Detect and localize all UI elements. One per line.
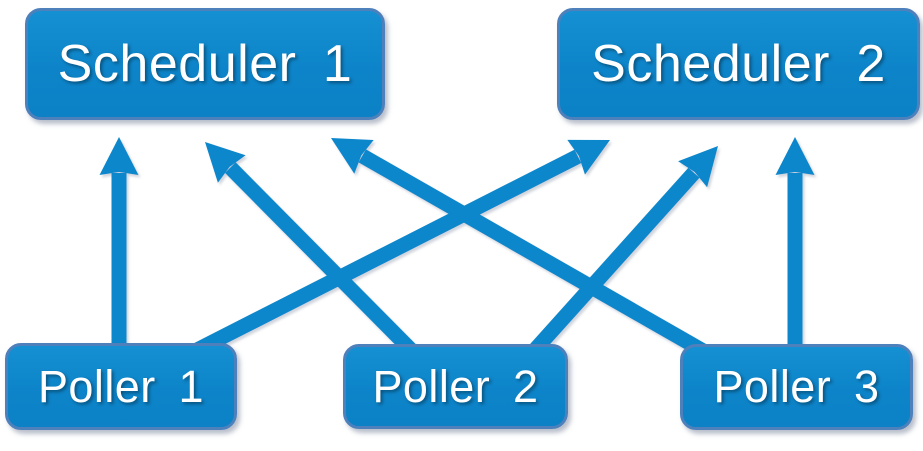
node-scheduler-2: Scheduler 2 (557, 8, 920, 120)
node-poller-3-label: Poller 3 (713, 361, 880, 412)
node-scheduler-2-label: Scheduler 2 (591, 35, 886, 93)
arrow-head-poller-2-to-scheduler-1 (205, 142, 246, 183)
node-poller-1-label: Poller 1 (37, 360, 205, 412)
node-scheduler-1: Scheduler 1 (25, 8, 385, 120)
arrow-shaft-poller-3-to-scheduler-1 (358, 149, 709, 359)
arrow-head-poller-2-to-scheduler-2 (678, 146, 718, 188)
node-scheduler-1-label: Scheduler 1 (57, 35, 353, 93)
arrow-shaft-poller-2-to-scheduler-1 (225, 162, 419, 358)
arrow-shaft-poller-2-to-scheduler-2 (527, 167, 700, 358)
arrow-head-poller-1-to-scheduler-2 (567, 139, 610, 175)
node-poller-1: Poller 1 (5, 343, 237, 430)
node-poller-2: Poller 2 (343, 344, 568, 429)
arrow-head-poller-3-to-scheduler-2 (775, 137, 815, 175)
arrow-head-poller-1-to-scheduler-1 (99, 137, 139, 175)
node-poller-2-label: Poller 2 (372, 360, 539, 412)
arrow-head-poller-3-to-scheduler-1 (331, 138, 374, 174)
node-poller-3: Poller 3 (680, 344, 913, 430)
arrow-shaft-poller-1-to-scheduler-2 (189, 149, 582, 359)
